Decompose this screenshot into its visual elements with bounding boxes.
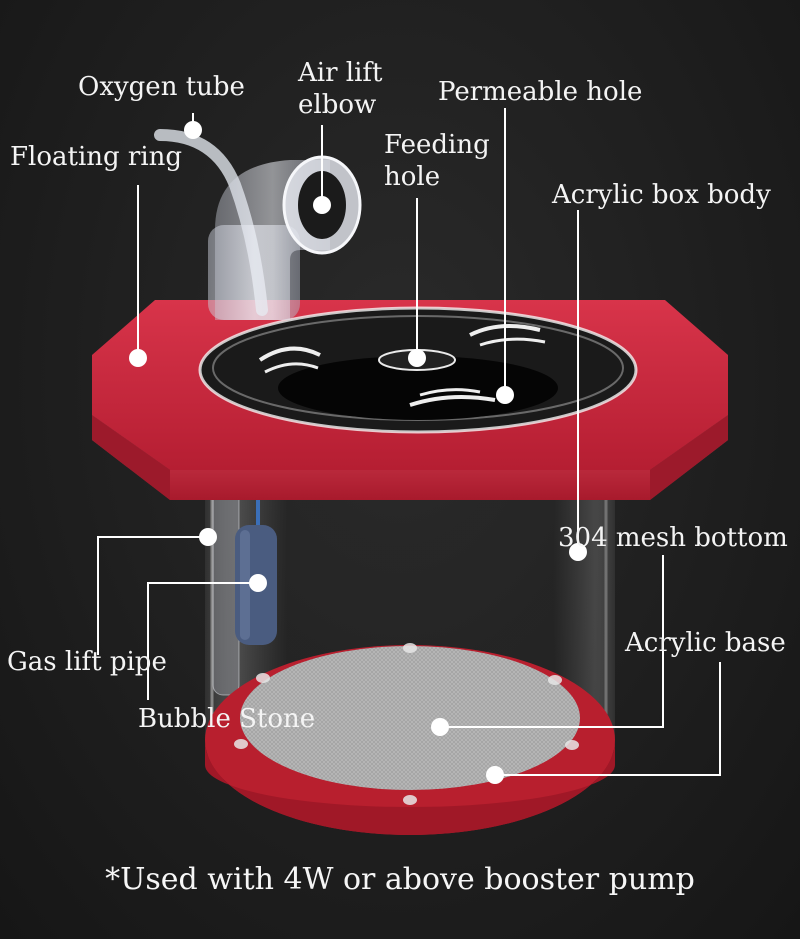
leader-lines	[97, 108, 721, 776]
label-feeding-hole-line1: Feeding	[384, 130, 490, 160]
air-lift-elbow	[208, 155, 362, 320]
label-mesh-bottom: 304 mesh bottom	[558, 523, 788, 553]
label-oxygen-tube: Oxygen tube	[78, 72, 245, 102]
permeable-hole-shape	[409, 394, 496, 407]
label-feeding-hole-line2: hole	[384, 162, 441, 192]
label-acrylic-base: Acrylic base	[625, 628, 786, 658]
mesh-bottom	[240, 646, 580, 790]
label-acrylic-box-body: Acrylic box body	[552, 180, 771, 210]
label-bubble-stone: Bubble Stone	[138, 704, 316, 734]
label-air-lift-elbow-line1: Air lift	[298, 58, 383, 88]
label-gas-lift-pipe: Gas lift pipe	[7, 647, 167, 677]
acrylic-lid	[198, 306, 638, 434]
usage-footnote: *Used with 4W or above booster pump	[105, 862, 695, 897]
gas-lift-pipe	[212, 479, 260, 696]
label-air-lift-elbow-line2: elbow	[298, 90, 377, 120]
label-floating-ring: Floating ring	[10, 142, 183, 172]
leader-dots	[129, 121, 587, 784]
label-permeable-hole: Permeable hole	[438, 77, 643, 107]
base-screws	[234, 643, 579, 805]
